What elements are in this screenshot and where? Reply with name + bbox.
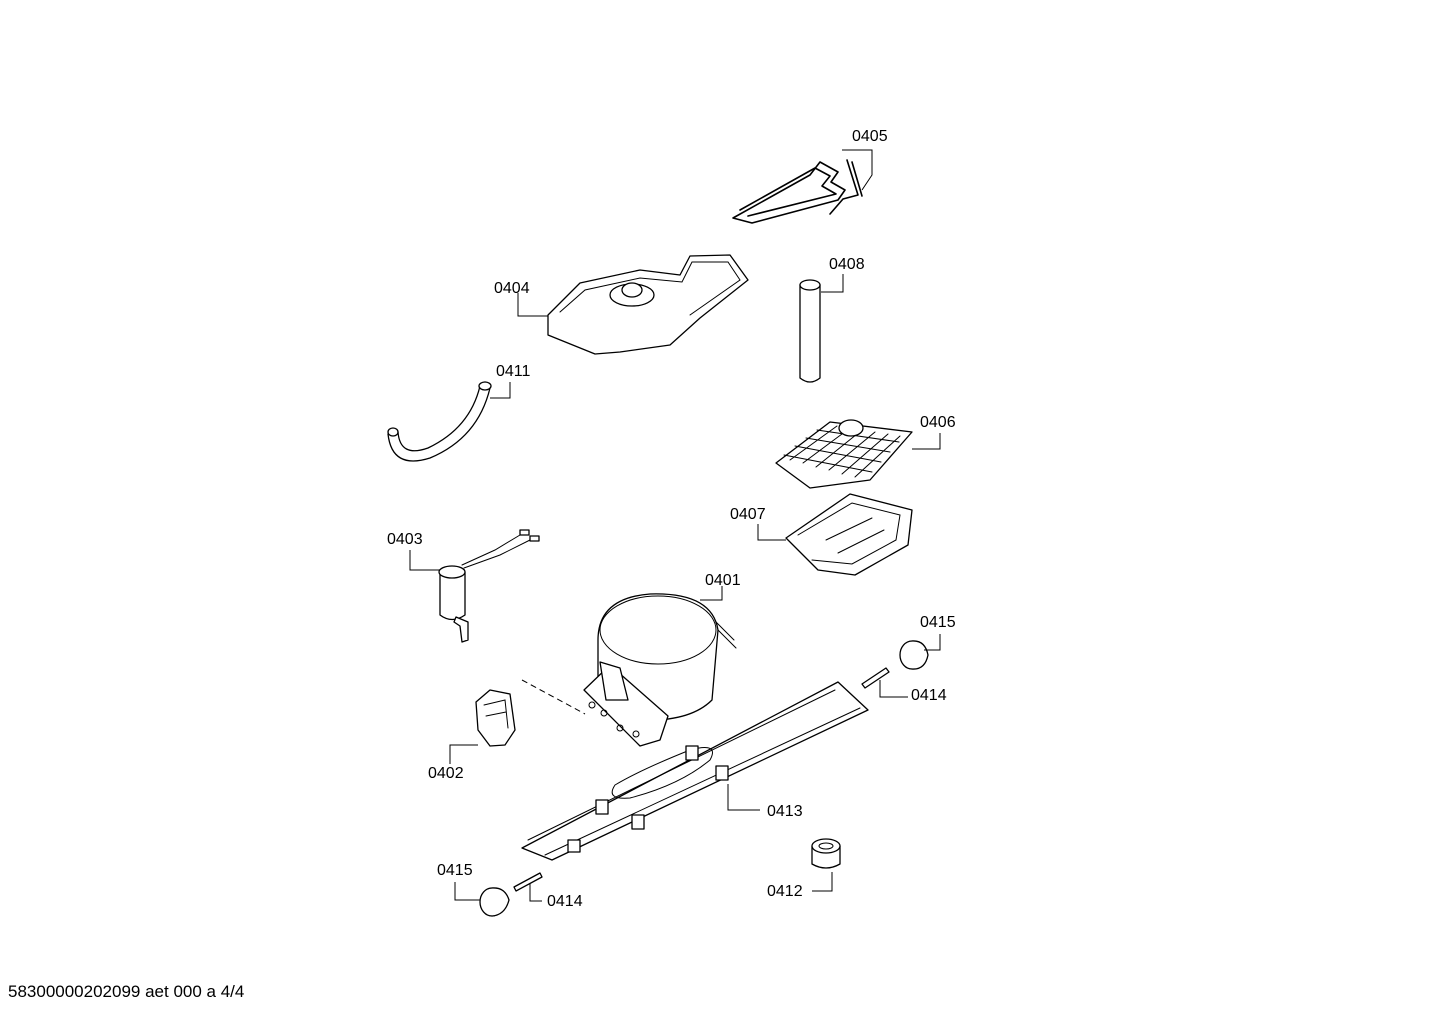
part-0412-grommet [811,838,841,892]
callout-0403: 0403 [387,531,423,548]
part-0411-hose [387,381,511,462]
callout-0405: 0405 [852,128,888,145]
callout-0406: 0406 [920,414,956,431]
callout-0413: 0413 [767,803,803,820]
part-0404-drip-tray [517,254,749,355]
part-0408-tube [799,274,844,383]
part-0406-grid-tray [775,419,941,489]
callout-0411: 0411 [496,363,531,380]
part-0413-base-rail [521,681,869,861]
callout-0401: 0401 [705,572,741,589]
part-0415-foot-bottom [454,882,510,917]
callout-0407: 0407 [730,506,766,523]
callout-0415-bottom: 0415 [437,862,473,879]
part-0415-foot-top [899,634,941,670]
callout-0414-top: 0414 [911,687,947,704]
part-0414-pin-bottom [513,872,543,902]
part-0403-starter-capacitor [409,529,540,643]
part-0405-wire-coil [732,149,873,224]
callout-0415-top: 0415 [920,614,956,631]
part-0414-pin-top [861,667,908,698]
callout-0402: 0402 [428,765,464,782]
callout-0414-bottom: 0414 [547,893,583,910]
part-0402-relay [449,689,516,764]
part-0407-tray [757,493,913,576]
callout-0412: 0412 [767,883,803,900]
callout-0404: 0404 [494,280,530,297]
document-footer-id: 58300000202099 aet 000 a 4/4 [8,982,245,1001]
part-0401-compressor [521,586,737,747]
callout-0408: 0408 [829,256,865,273]
